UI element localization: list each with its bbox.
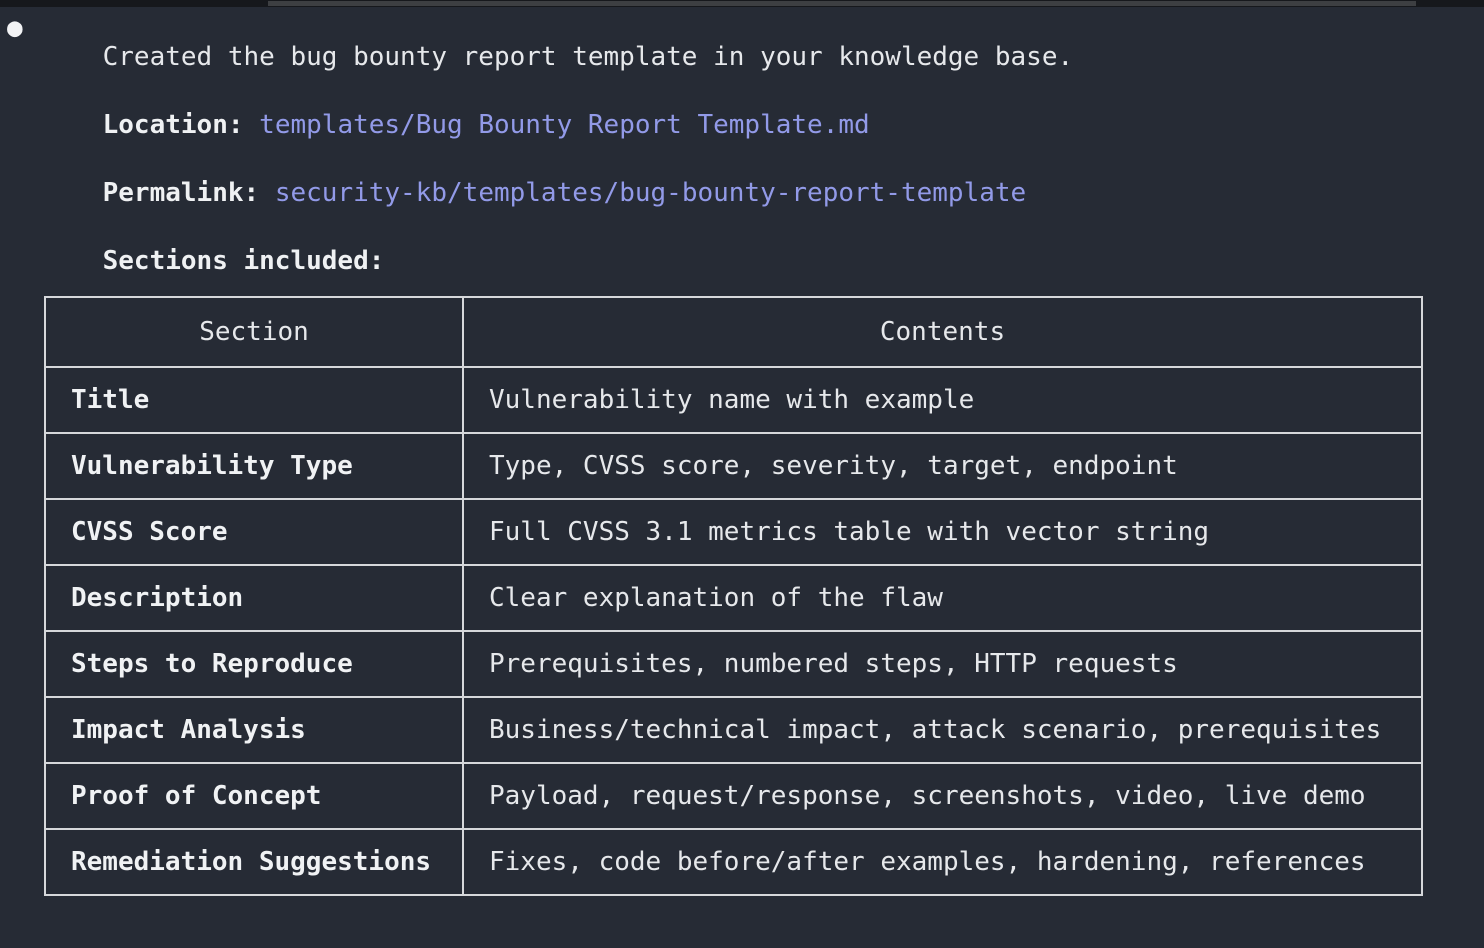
window-top-edge <box>0 0 1484 7</box>
section-contents: Clear explanation of the flaw <box>462 564 1423 632</box>
section-name: Title <box>44 366 464 434</box>
section-contents: Type, CVSS score, severity, target, endp… <box>462 432 1423 500</box>
section-contents: Fixes, code before/after examples, harde… <box>462 828 1423 896</box>
table-row: CVSS Score Full CVSS 3.1 metrics table w… <box>44 498 1423 566</box>
table-row: Remediation Suggestions Fixes, code befo… <box>44 828 1423 896</box>
table-row: Steps to Reproduce Prerequisites, number… <box>44 630 1423 698</box>
section-contents: Payload, request/response, screenshots, … <box>462 762 1423 830</box>
horizontal-scrollbar-thumb <box>268 1 1416 6</box>
section-contents: Full CVSS 3.1 metrics table with vector … <box>462 498 1423 566</box>
table-row: Proof of Concept Payload, request/respon… <box>44 762 1423 830</box>
section-name: Proof of Concept <box>44 762 464 830</box>
section-contents: Business/technical impact, attack scenar… <box>462 696 1423 764</box>
section-contents: Prerequisites, numbered steps, HTTP requ… <box>462 630 1423 698</box>
permalink-line: Permalink: security-kb/templates/bug-bou… <box>40 148 1027 238</box>
section-name: Impact Analysis <box>44 696 464 764</box>
section-name: Vulnerability Type <box>44 432 464 500</box>
location-path-link[interactable]: templates/Bug Bounty Report Template.md <box>259 110 870 140</box>
section-name: CVSS Score <box>44 498 464 566</box>
location-label: Location: <box>102 110 244 140</box>
result-message-text: Created the bug bounty report template i… <box>102 42 1074 72</box>
permalink-path-link[interactable]: security-kb/templates/bug-bounty-report-… <box>274 178 1027 208</box>
table-header-row: Section Contents <box>44 296 1423 368</box>
column-header-contents: Contents <box>462 296 1423 368</box>
sections-table: Section Contents Title Vulnerability nam… <box>44 296 1423 896</box>
table-row: Title Vulnerability name with example <box>44 366 1423 434</box>
column-header-section: Section <box>44 296 464 368</box>
table-row: Vulnerability Type Type, CVSS score, sev… <box>44 432 1423 500</box>
sections-heading: Sections included: <box>102 246 385 276</box>
table-row: Impact Analysis Business/technical impac… <box>44 696 1423 764</box>
bullet-icon: ● <box>7 13 23 43</box>
location-line: Location: templates/Bug Bounty Report Te… <box>40 80 870 170</box>
section-name: Description <box>44 564 464 632</box>
result-message: Created the bug bounty report template i… <box>40 12 1074 102</box>
permalink-label: Permalink: <box>102 178 260 208</box>
section-name: Remediation Suggestions <box>44 828 464 896</box>
section-contents: Vulnerability name with example <box>462 366 1423 434</box>
table-row: Description Clear explanation of the fla… <box>44 564 1423 632</box>
section-name: Steps to Reproduce <box>44 630 464 698</box>
